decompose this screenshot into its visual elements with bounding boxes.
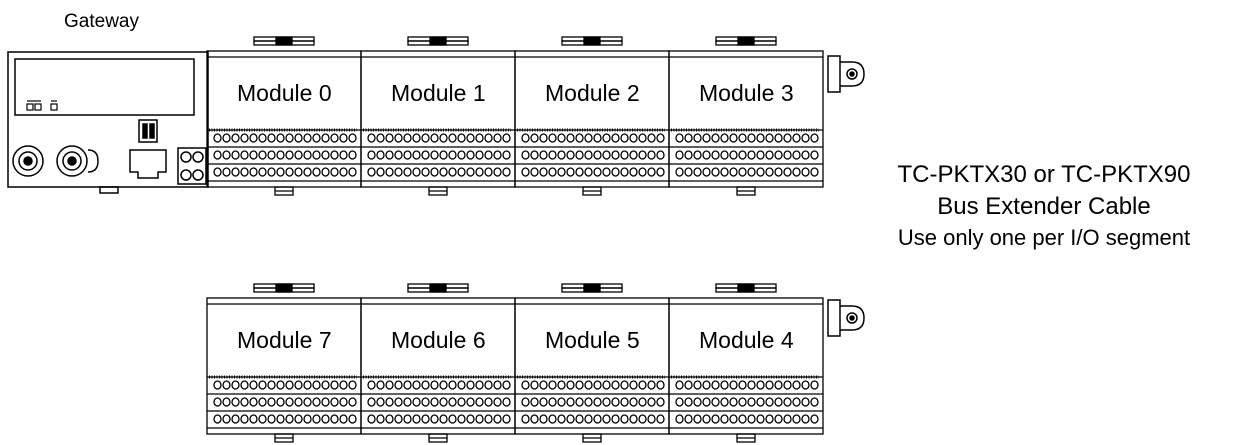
cable-part-numbers: TC-PKTX30 or TC-PKTX90 bbox=[898, 161, 1191, 188]
bus-extender-cable-icon bbox=[827, 299, 865, 337]
led-icon bbox=[26, 100, 58, 111]
io-module: Module 4 bbox=[668, 283, 824, 443]
io-module: Module 3 bbox=[668, 36, 824, 196]
bottom-module-row: Module 7 Module 6 Module 5 Module 4 bbox=[206, 283, 824, 443]
dip-switch-icon bbox=[138, 119, 158, 143]
connector-icon bbox=[12, 145, 99, 177]
io-module: Module 0 bbox=[206, 36, 362, 196]
module-label: Module 3 bbox=[699, 80, 794, 106]
io-module: Module 2 bbox=[514, 36, 670, 196]
ethernet-port-icon bbox=[129, 149, 167, 179]
cable-usage-note: Use only one per I/O segment bbox=[898, 225, 1190, 250]
module-label: Module 1 bbox=[391, 80, 486, 106]
io-module: Module 7 bbox=[206, 283, 362, 443]
module-label: Module 7 bbox=[237, 327, 332, 353]
module-label: Module 0 bbox=[237, 80, 332, 106]
module-label: Module 4 bbox=[699, 327, 794, 353]
module-label: Module 5 bbox=[545, 327, 640, 353]
terminal-block bbox=[177, 147, 207, 185]
io-module: Module 1 bbox=[360, 36, 516, 196]
module-label: Module 6 bbox=[391, 327, 486, 353]
gateway-label: Gateway bbox=[64, 11, 139, 32]
bus-extender-cable-icon bbox=[827, 55, 865, 93]
gateway-unit bbox=[7, 51, 209, 194]
io-module: Module 6 bbox=[360, 283, 516, 443]
top-module-row: Module 0 Module 1 Module 2 Module 3 bbox=[206, 36, 824, 196]
io-module: Module 5 bbox=[514, 283, 670, 443]
cable-description: Bus Extender Cable bbox=[937, 193, 1150, 220]
module-label: Module 2 bbox=[545, 80, 640, 106]
